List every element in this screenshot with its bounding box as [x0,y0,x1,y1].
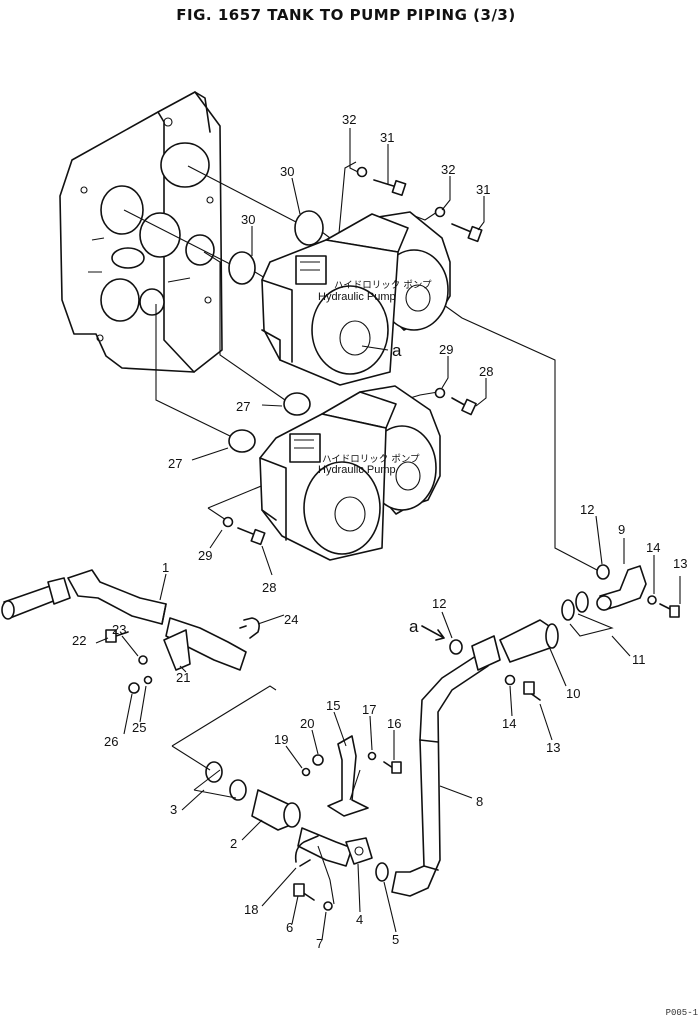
callout-14: 14 [646,540,660,555]
view-mark-a-upper: a [392,341,402,360]
callout-12: 12 [432,596,446,611]
bolt-22 [105,629,129,643]
hose-10 [499,619,553,663]
callout-11: 11 [632,652,646,667]
callout-30: 30 [241,212,255,227]
u-bolt-18 [294,835,319,867]
callout-20: 20 [300,716,314,731]
washer-14-upper [647,595,657,605]
callout-26: 26 [104,734,118,749]
bolt-28-lower [237,527,266,546]
hose-clamp-3 [205,761,247,801]
callout-27: 27 [236,399,250,414]
leader-lines [123,161,598,571]
nut-26 [128,682,140,694]
washer-25 [143,675,153,685]
washer-32-upper [356,166,368,178]
flange-4 [345,837,373,865]
washer-14-lower [504,674,516,686]
u-bolt-24 [239,617,260,639]
callout-29: 29 [439,342,453,357]
callout-3: 3 [170,802,177,817]
bracket-21 [163,629,191,671]
callout-32: 32 [342,112,356,127]
washer-7 [323,901,333,911]
drawing-code: P005-1 [665,1008,698,1018]
callout-22: 22 [72,633,86,648]
pipe-lower-section [297,827,353,867]
callout-13: 13 [673,556,687,571]
pump-lower-label-en: Hydraulic Pump [318,464,396,476]
callout-30: 30 [280,164,294,179]
callout-13: 13 [546,740,560,755]
callout-2: 2 [230,836,237,851]
callout-14: 14 [502,716,516,731]
washer-19 [301,767,311,777]
hose-clamp-11 [561,591,589,621]
o-ring-12-upper [596,564,610,580]
callout-8: 8 [476,794,483,809]
bolt-31-upper [373,179,407,197]
callout-5: 5 [392,932,399,947]
callout-6: 6 [286,920,293,935]
hydraulic-pump-lower [259,385,441,561]
o-ring-12-lower [449,639,463,655]
callout-25: 25 [132,720,146,735]
callout-27: 27 [168,456,182,471]
callout-23: 23 [112,622,126,637]
bolt-6 [293,883,315,901]
callout-28: 28 [479,364,493,379]
bolt-31-right [451,223,483,243]
callout-10: 10 [566,686,580,701]
o-ring-27-lower [228,429,256,453]
callout-15: 15 [326,698,340,713]
callout-19: 19 [274,732,288,747]
bolt-13-lower [523,681,541,701]
callout-31: 31 [380,130,394,145]
washer-29-upper [434,387,446,399]
washer-29-lower [222,516,234,528]
callout-1: 1 [162,560,169,575]
bolt-13-upper [659,603,680,618]
pump-upper-label-jp: ハイドロリック ポンプ [334,280,432,291]
callout-32: 32 [441,162,455,177]
o-ring-30-lower [228,251,256,285]
o-ring-30-upper [294,210,324,246]
washer-17 [367,751,377,761]
callout-7: 7 [316,936,323,951]
callout-12: 12 [580,502,594,517]
hydraulic-tank [59,91,223,373]
bolt-28-upper [451,397,477,416]
bolt-16 [383,761,402,774]
o-ring-27-upper [283,392,311,416]
pump-upper-label-en: Hydraulic Pump [318,291,396,303]
callout-16: 16 [387,716,401,731]
suction-pipe-1 [1,569,167,625]
nut-20 [312,754,324,766]
callout-29: 29 [198,548,212,563]
pipe-8 [391,635,501,897]
callout-28: 28 [262,580,276,595]
view-mark-a-lower: a [409,617,419,636]
o-ring-5 [375,862,389,882]
callout-18: 18 [244,902,258,917]
washer-23 [138,655,148,665]
callout-31: 31 [476,182,490,197]
hydraulic-pump-upper [261,211,451,386]
figure-title: FIG. 1657 TANK TO PUMP PIPING (3/3) [176,6,516,24]
pump-lower-label-jp: ハイドロリック ポンプ [322,454,420,465]
callout-4: 4 [356,912,363,927]
callout-21: 21 [176,670,190,685]
bracket-15 [327,735,369,817]
callout-24: 24 [284,612,298,627]
callout-9: 9 [618,522,625,537]
callout-17: 17 [362,702,376,717]
callout-leaders [95,128,681,941]
